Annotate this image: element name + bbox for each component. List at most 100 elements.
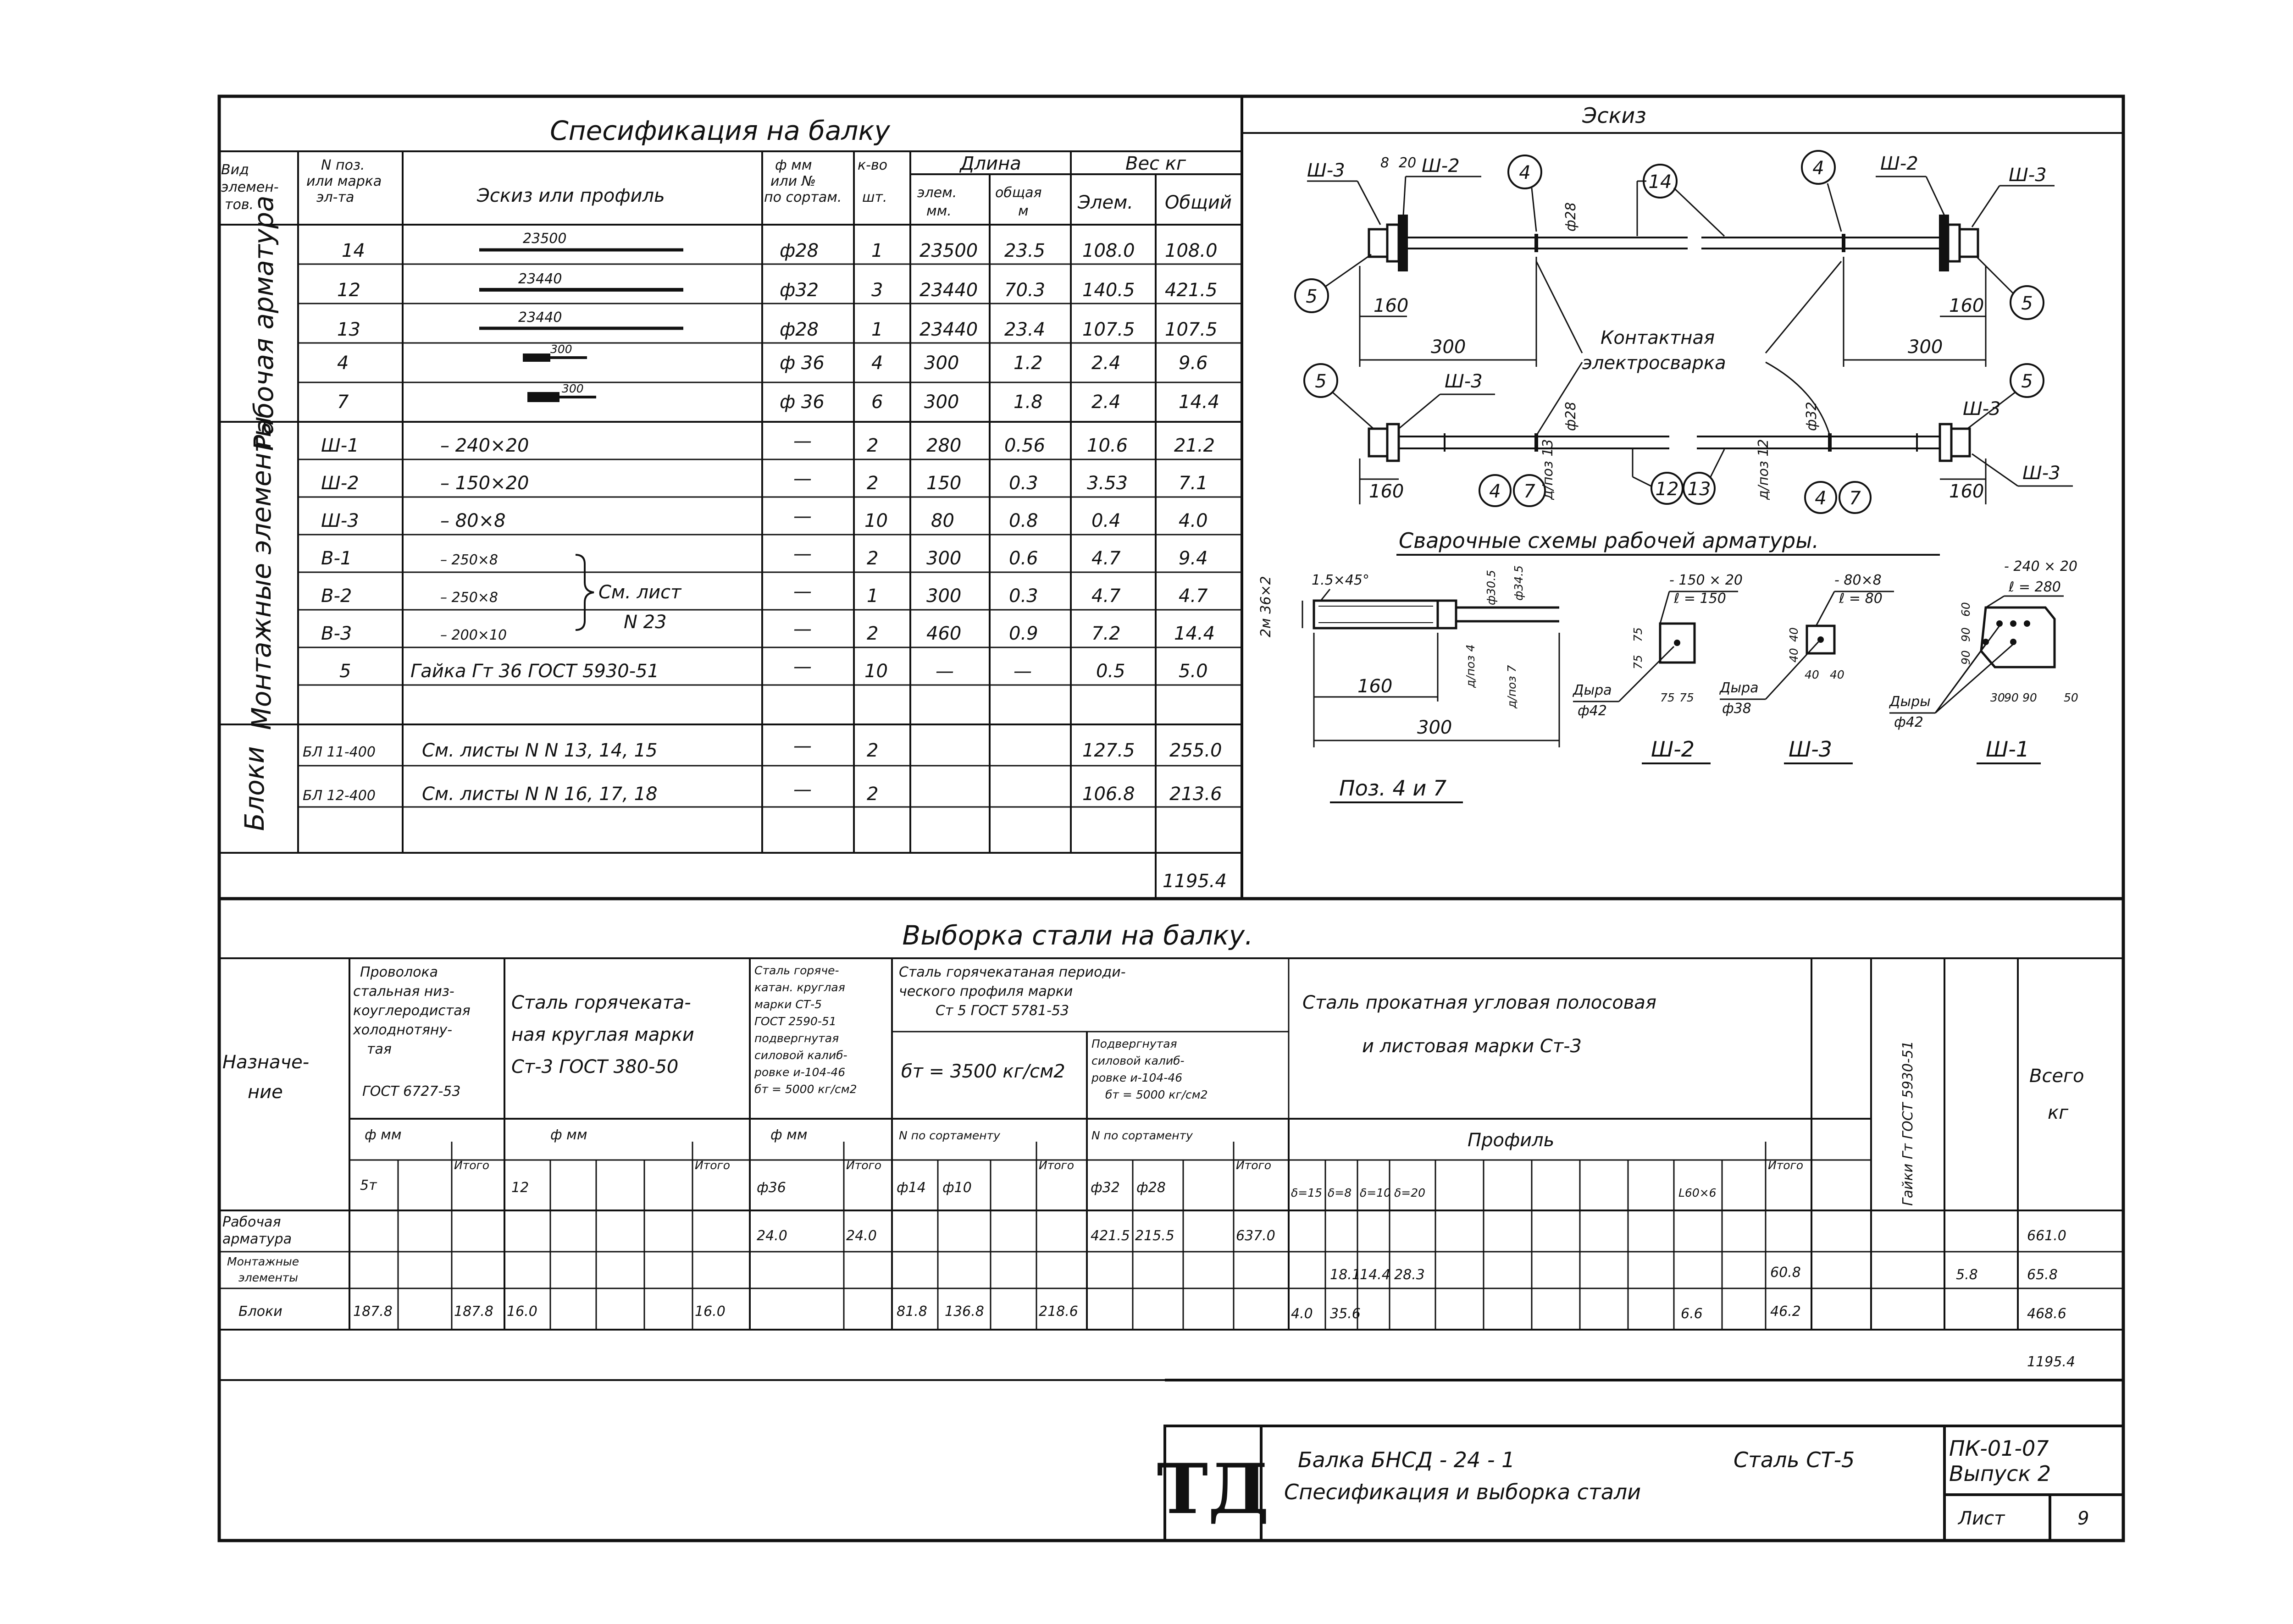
hdr-round-3: Ст-3 ГОСТ 380-50 (511, 1056, 678, 1077)
label-hole-1d: ф42 (1578, 703, 1607, 719)
table-row: 14 23500 ф28 1 23500 23.5 108.0 108.0 (342, 231, 1218, 261)
cell-wt: 255.0 (1169, 740, 1222, 761)
hdr-nuts: Гайки Гт ГОСТ 5930-51 (1900, 1041, 1916, 1206)
sketch-area: Эскиз Ш-3 8 20 Ш-2 4 (1242, 103, 2123, 803)
cell-qty: 2 (867, 784, 878, 805)
cell-sketch: 300 (562, 382, 584, 395)
hdr-wire: Проволока стальная низ- коуглеродистая х… (353, 964, 471, 1099)
steel-row-working: 24.0 24.0 421.5 215.5 637.0 661.0 (757, 1228, 2066, 1244)
hdr-subcal-1: Подвергнутая (1091, 1037, 1177, 1050)
table-row: БЛ 11-400 См. листы N N 13, 14, 15 — 2 1… (303, 735, 1222, 761)
hdr-purpose-2: ние (248, 1082, 283, 1103)
itogo-6: Итого (1768, 1159, 1803, 1172)
cell: 28.3 (1394, 1267, 1425, 1283)
cell-we: 0.4 (1091, 510, 1121, 531)
cell-dia: — (793, 543, 812, 564)
cell-dia: ф32 (780, 280, 819, 301)
detail-bar-thread (1313, 599, 1439, 630)
sub-36: ф36 (757, 1180, 786, 1196)
hdr-length: Длина (959, 153, 1021, 174)
cell-total: 1.2 (1014, 353, 1043, 374)
cell-sketch: – 250×8 (440, 590, 498, 606)
cell-qty: 6 (871, 392, 883, 413)
cell-pos: В-1 (321, 548, 352, 569)
hdr-len-elem: элем. (917, 185, 957, 201)
hdr-round2-6: силовой калиб- (754, 1049, 847, 1062)
cell-len: 80 (931, 510, 954, 531)
cell-len: 280 (926, 435, 961, 456)
cell-sketch: 300 (550, 342, 572, 356)
label-75-d: 75 (1679, 691, 1694, 704)
label-90-d: 90 (2022, 691, 2037, 704)
table-row: 12 23440 ф32 3 23440 70.3 140.5 421.5 (337, 271, 1218, 301)
hdr-pos-2: или марка (306, 173, 382, 189)
cell-pos: Ш-3 (321, 510, 359, 531)
cell-qty: 4 (871, 353, 883, 374)
callout-5-b (2010, 285, 2044, 320)
cell-pos: В-3 (321, 623, 352, 644)
row-working-1: Рабочая (222, 1214, 281, 1230)
cell-dia: ф 36 (780, 353, 825, 374)
label-hole-2: Дыра (1719, 680, 1759, 696)
cell-len: 23440 (919, 280, 978, 301)
hdr-vid-3: тов. (225, 197, 254, 213)
hdr-round2-8: бт = 5000 кг/см2 (754, 1083, 857, 1096)
hdr-total-1: Всего (2029, 1066, 2084, 1087)
cell: 661.0 (2027, 1228, 2066, 1244)
hdr-round2-5: подвергнутая (754, 1032, 839, 1045)
hdr-round2-4: ГОСТ 2590-51 (754, 1015, 836, 1028)
title-line1: Балка БНСД - 24 - 1 (1298, 1447, 1515, 1472)
label-d32: ф32 (1804, 402, 1820, 431)
cell-wt: 14.4 (1179, 392, 1219, 413)
steel-title: Выборка стали на балку. (902, 920, 1253, 951)
assembly-bars-12-13: 5 Ш-3 5 Ш-3 Ш-3 ф28 ф32 160 160 4 7 д/по… (1303, 363, 2073, 556)
table-row: 13 23440 ф28 1 23440 23.4 107.5 107.5 (337, 309, 1218, 340)
mounting-rows: Ш-1 – 240×20 — 2 280 0.56 10.6 21.2 Ш-2 … (321, 431, 1215, 682)
title-line2: Спесификация и выборка стали (1284, 1480, 1641, 1504)
row-working-2: арматура (222, 1231, 292, 1247)
washer-left-2 (1386, 423, 1400, 462)
hdr-qty-2: шт. (862, 189, 887, 205)
cell: 18.1 (1330, 1267, 1361, 1283)
logo-box (1163, 1425, 1263, 1542)
label-p240: - 240 × 20 (2004, 558, 2077, 574)
callout-5-b-text: 5 (2021, 293, 2033, 314)
hdr-periodic-3: Ст 5 ГОСТ 5781-53 (936, 1003, 1069, 1019)
callout-4-d (1804, 481, 1837, 514)
steel-row-labels: Рабочая арматура Монтажные элементы Блок… (222, 1214, 299, 1320)
table-row: 7 300 ф 36 6 300 1.8 2.4 14.4 (337, 382, 1219, 413)
cell-we: 4.7 (1091, 548, 1121, 569)
label-dpos12: д/поз 12 (1756, 439, 1772, 500)
plate-right (1939, 215, 1949, 271)
label-40-a: 40 (1787, 627, 1800, 642)
dim-160-e: 160 (1357, 676, 1392, 697)
row-mounting-1: Монтажные (227, 1255, 299, 1268)
label-sh3-e: Ш-3 (2022, 463, 2060, 484)
table-row: В-2 – 250×8 — 1 300 0.3 4.7 4.7 (321, 581, 1208, 607)
cell-we: 4.7 (1091, 586, 1121, 607)
cell: 24.0 (757, 1228, 787, 1244)
cell: 187.8 (353, 1304, 393, 1320)
itogo-4: Итого (1039, 1159, 1074, 1172)
hdr-subcal-2: силовой калиб- (1091, 1054, 1185, 1067)
cell-dia: — (793, 581, 812, 602)
callout-13 (1683, 472, 1716, 505)
label-weld-2: электросварка (1582, 353, 1726, 374)
cell-len: 150 (926, 473, 961, 494)
label-thread: 2м 36×2 (1258, 576, 1274, 637)
hdr-w-total: Общий (1165, 192, 1232, 213)
sub-10: ф10 (942, 1180, 972, 1196)
note-sheet-1: См. лист (598, 582, 682, 603)
note-sheet-2: N 23 (624, 612, 667, 633)
sub-5t: 5т (360, 1177, 377, 1193)
cell: 215.5 (1135, 1228, 1174, 1244)
logo: ТД (1157, 1449, 1269, 1530)
hdr-dia-2: или № (770, 173, 816, 189)
sub-itogo: Итого Итого Итого Итого Итого Итого (454, 1159, 1803, 1172)
table-row: 4 300 ф 36 4 300 1.2 2.4 9.6 (337, 342, 1208, 374)
label-p80: - 80×8 (1834, 572, 1882, 588)
callout-5-a-text: 5 (1306, 286, 1317, 307)
detail-bar-shoulder (1436, 599, 1457, 630)
cell-wt: 213.6 (1169, 784, 1222, 805)
